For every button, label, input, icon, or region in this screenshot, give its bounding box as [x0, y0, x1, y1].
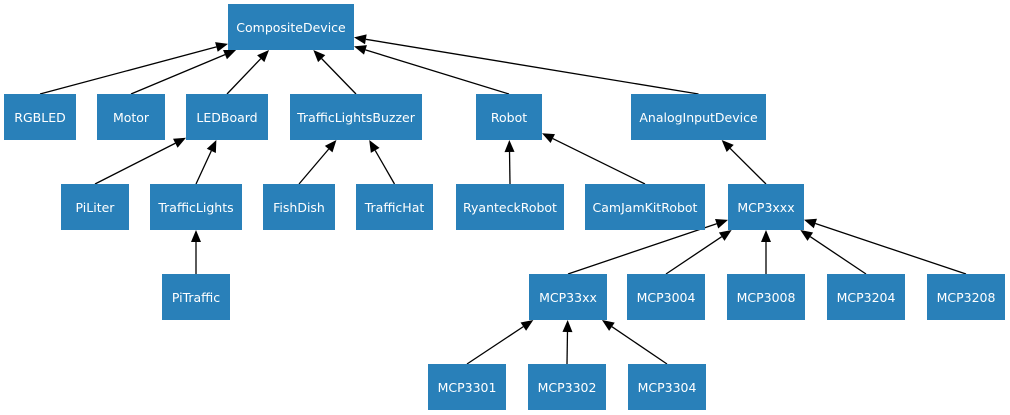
arrowhead-analog_input_device-to-composite_device [354, 34, 367, 45]
edge-mcp3301-to-mcp33xx [466, 326, 524, 365]
arrowhead-traffic_lights-to-ledboard [206, 140, 217, 153]
arrowhead-mcp3301-to-mcp33xx [520, 320, 534, 331]
edge-mcp3304-to-mcp33xx [611, 326, 668, 365]
edge-ledboard-to-composite_device [226, 58, 262, 95]
node-analog-input-device: AnalogInputDevice [631, 94, 766, 140]
node-rgbled: RGBLED [4, 94, 76, 140]
edge-robot-to-composite_device [365, 49, 510, 95]
arrowhead-camjam_kit_robot-to-robot [542, 133, 555, 144]
arrowhead-ryanteck_robot-to-robot [504, 140, 515, 153]
edge-fishdish-to-traffic_lights_buzzer [298, 148, 330, 185]
node-traffic-lights-buzzer: TrafficLightsBuzzer [290, 94, 422, 140]
node-fishdish: FishDish [263, 184, 335, 230]
edge-piliter-to-ledboard [94, 142, 176, 185]
node-mcp33xx: MCP33xx [529, 274, 607, 320]
arrowhead-mcp3204-to-mcp3xxx [800, 230, 814, 241]
arrowhead-traffic_hat-to-traffic_lights_buzzer [369, 140, 380, 153]
edge-mcp3004-to-mcp3xxx [665, 236, 723, 275]
node-traffic-lights: TrafficLights [150, 184, 242, 230]
edge-mcp33xx-to-mcp3xxx [567, 223, 717, 275]
arrowhead-mcp3302-to-mcp33xx [562, 320, 573, 333]
edge-traffic_lights-to-ledboard [195, 150, 212, 185]
arrowhead-mcp3208-to-mcp3xxx [804, 218, 817, 229]
arrowhead-rgbled-to-composite_device [215, 42, 228, 52]
edge-mcp3xxx-to-analog_input_device [729, 147, 767, 185]
edge-rgbled-to-composite_device [39, 46, 217, 95]
edge-mcp3204-to-mcp3xxx [809, 236, 867, 275]
node-mcp3008: MCP3008 [727, 274, 805, 320]
node-piliter: PiLiter [61, 184, 129, 230]
arrowhead-mcp3004-to-mcp3xxx [718, 230, 732, 241]
arrowhead-piliter-to-ledboard [173, 137, 186, 148]
arrowhead-fishdish-to-traffic_lights_buzzer [324, 140, 337, 153]
node-mcp3208: MCP3208 [927, 274, 1005, 320]
edge-mcp3208-to-mcp3xxx [815, 222, 967, 275]
node-traffic-hat: TrafficHat [356, 184, 433, 230]
node-pitraffic: PiTraffic [162, 274, 230, 320]
edge-analog_input_device-to-composite_device [365, 38, 699, 95]
arrowhead-motor-to-composite_device [223, 50, 237, 60]
node-motor: Motor [97, 94, 165, 140]
node-mcp3302: MCP3302 [528, 364, 606, 410]
arrowhead-mcp3xxx-to-analog_input_device [721, 140, 734, 153]
node-ledboard: LEDBoard [186, 94, 268, 140]
node-ryanteck-robot: RyanteckRobot [456, 184, 564, 230]
node-mcp3304: MCP3304 [628, 364, 706, 410]
arrowhead-mcp3304-to-mcp33xx [601, 320, 615, 331]
edge-traffic_lights_buzzer-to-composite_device [321, 58, 357, 95]
edge-traffic_hat-to-traffic_lights_buzzer [374, 150, 396, 185]
node-robot: Robot [476, 94, 542, 140]
node-mcp3301: MCP3301 [428, 364, 506, 410]
node-mcp3004: MCP3004 [627, 274, 705, 320]
arrowhead-ledboard-to-composite_device [257, 50, 270, 63]
node-mcp3204: MCP3204 [827, 274, 905, 320]
edge-camjam_kit_robot-to-robot [552, 137, 646, 185]
arrowhead-traffic_lights_buzzer-to-composite_device [313, 50, 326, 63]
node-composite-device: CompositeDevice [228, 4, 354, 50]
arrowhead-pitraffic-to-traffic_lights [191, 230, 201, 242]
edge-motor-to-composite_device [130, 54, 226, 95]
arrowhead-mcp3008-to-mcp3xxx [761, 230, 771, 242]
node-camjam-kit-robot: CamJamKitRobot [585, 184, 705, 230]
arrowhead-mcp33xx-to-mcp3xxx [715, 218, 728, 229]
arrowhead-robot-to-composite_device [354, 45, 367, 55]
node-mcp3xxx: MCP3xxx [728, 184, 804, 230]
